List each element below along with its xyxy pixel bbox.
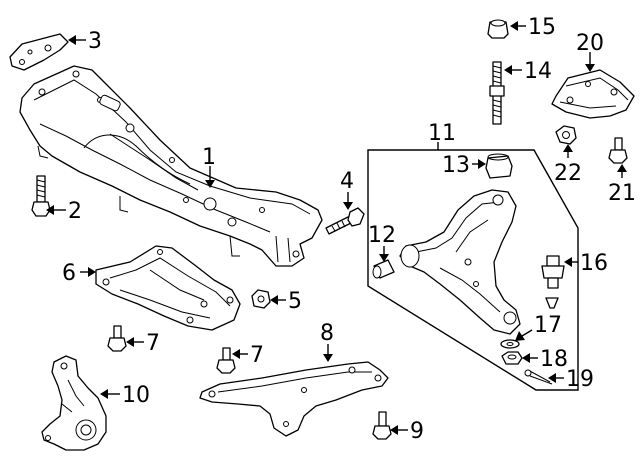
part-18-nut[interactable] — [501, 351, 523, 365]
callout-2[interactable]: 2 — [68, 199, 82, 224]
part-10-knuckle[interactable] — [41, 355, 107, 451]
callout-8[interactable]: 8 — [320, 321, 334, 346]
callout-6[interactable]: 6 — [62, 261, 76, 286]
callout-15[interactable]: 15 — [528, 15, 556, 40]
callout-16[interactable]: 16 — [580, 251, 608, 276]
callout-4[interactable]: 4 — [340, 169, 354, 194]
part-1-crossmember[interactable] — [19, 65, 323, 267]
part-17-washer[interactable] — [500, 339, 520, 349]
callout-7a[interactable]: 7 — [146, 331, 160, 356]
part-11-control-arm[interactable] — [399, 189, 521, 335]
callout-12[interactable]: 12 — [368, 223, 396, 248]
callout-17[interactable]: 17 — [534, 313, 562, 338]
callout-14[interactable]: 14 — [524, 59, 552, 84]
callout-21[interactable]: 21 — [608, 181, 636, 206]
callout-7b[interactable]: 7 — [250, 343, 264, 368]
part-7-bolt-b[interactable] — [216, 347, 236, 374]
part-8-plate[interactable] — [199, 361, 389, 437]
leader-lines — [46, 21, 627, 435]
callout-3[interactable]: 3 — [88, 29, 102, 54]
part-6-under-cover[interactable] — [95, 245, 241, 331]
callout-5[interactable]: 5 — [288, 289, 302, 314]
part-13-bushing[interactable] — [485, 153, 513, 179]
callout-10[interactable]: 10 — [122, 383, 150, 408]
part-16-ball-joint[interactable] — [541, 255, 565, 289]
callout-18[interactable]: 18 — [540, 347, 568, 372]
part-5-nut[interactable] — [251, 289, 271, 309]
callout-11[interactable]: 11 — [428, 121, 456, 146]
part-4-bolt[interactable] — [325, 207, 365, 235]
part-3-bracket[interactable] — [9, 33, 69, 71]
part-19-cotter-pin[interactable] — [524, 369, 553, 385]
part-2-bolt[interactable] — [31, 175, 51, 217]
part-11-group-frame — [367, 149, 579, 391]
part-15-nut[interactable] — [487, 19, 509, 39]
callout-20[interactable]: 20 — [576, 31, 604, 56]
callout-labels: 1 2 3 4 5 6 7 7 8 9 10 11 12 13 14 15 16… — [62, 15, 636, 444]
part-21-bolt[interactable] — [608, 137, 628, 164]
callout-9[interactable]: 9 — [410, 419, 424, 444]
callout-1[interactable]: 1 — [202, 145, 216, 170]
part-9-bolt[interactable] — [372, 411, 392, 440]
callout-19[interactable]: 19 — [566, 367, 594, 392]
part-22-nut[interactable] — [555, 125, 577, 145]
part-12-bushing[interactable] — [372, 259, 395, 279]
part-14-stud[interactable] — [489, 61, 505, 125]
callout-13[interactable]: 13 — [442, 153, 470, 178]
part-20-bracket[interactable] — [551, 69, 635, 119]
part-7-bolt-a[interactable] — [107, 325, 127, 352]
part-16-boot[interactable] — [545, 297, 559, 309]
callout-22[interactable]: 22 — [554, 161, 582, 186]
